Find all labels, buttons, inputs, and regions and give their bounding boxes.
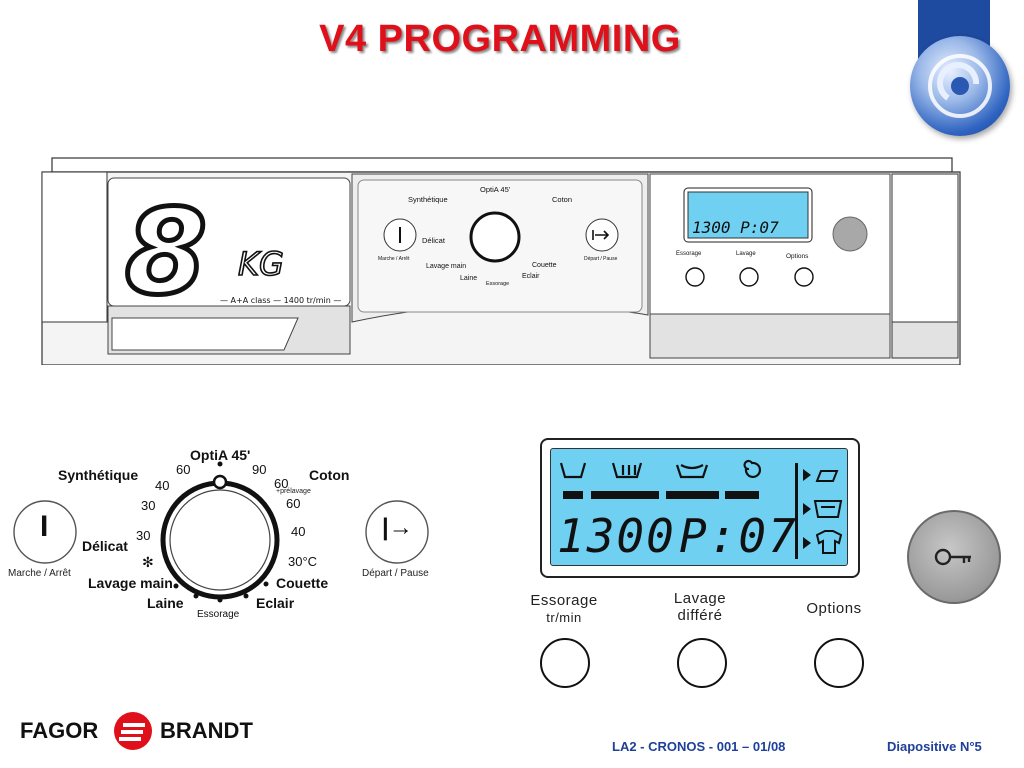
program-delicat[interactable]: Délicat xyxy=(82,538,128,554)
key-icon xyxy=(934,548,971,566)
svg-text:KG: KG xyxy=(238,245,284,283)
svg-text:Marche / Arrêt: Marche / Arrêt xyxy=(378,256,410,262)
power-button[interactable]: I xyxy=(40,510,49,543)
slide-title: V4 PROGRAMMING xyxy=(319,18,681,60)
lavage-differe-button[interactable] xyxy=(677,638,727,688)
program-dial-panel: OptiA 45' Synthétique Coton Délicat Lava… xyxy=(0,440,460,630)
svg-text:Synthétique: Synthétique xyxy=(408,195,448,204)
options-label: Options xyxy=(806,600,862,617)
start-pause-button[interactable]: |→ xyxy=(382,514,413,541)
extra-rinse-icon xyxy=(813,500,843,518)
prelavage-label: +prélavage xyxy=(276,488,311,495)
svg-text:— A+A class — 1400 tr/min —: — A+A class — 1400 tr/min — xyxy=(220,296,341,305)
options-button[interactable] xyxy=(814,638,864,688)
wash-icon xyxy=(559,462,587,479)
svg-text:Options: Options xyxy=(786,253,809,260)
svg-text:1300 P:07: 1300 P:07 xyxy=(692,218,779,237)
svg-text:Couette: Couette xyxy=(532,262,557,269)
lcd-display: 1300 P:07 xyxy=(550,448,848,566)
spin-icon xyxy=(743,459,761,478)
svg-text:Lavage: Lavage xyxy=(736,251,756,257)
fagor-wordmark: FAGOR xyxy=(20,718,99,743)
main-wash-icon xyxy=(675,464,709,479)
program-laine[interactable]: Laine xyxy=(147,595,184,611)
child-lock-button[interactable] xyxy=(907,510,1001,604)
program-readout: P:07 xyxy=(679,509,798,563)
program-synthetique[interactable]: Synthétique xyxy=(58,467,139,483)
iron-icon xyxy=(815,470,839,482)
prewash-icon xyxy=(611,462,643,479)
temp-40-right: 40 xyxy=(291,524,306,539)
power-label: Marche / Arrêt xyxy=(8,568,71,579)
svg-text:Coton: Coton xyxy=(552,195,572,204)
svg-text:OptiA 45': OptiA 45' xyxy=(480,185,511,194)
machine-panel: 8 KG — A+A class — 1400 tr/min — OptiA 4… xyxy=(40,150,965,366)
temp-60-left: 60 xyxy=(176,462,191,477)
temp-60-right2: 60 xyxy=(286,496,301,511)
program-optia[interactable]: OptiA 45' xyxy=(190,447,251,463)
temp-30c: 30°C xyxy=(288,554,318,569)
program-lavage-main[interactable]: Lavage main xyxy=(88,575,173,591)
temp-30-upper: 30 xyxy=(141,498,156,513)
fagor-brandt-logo-icon xyxy=(114,712,152,750)
temp-60-right: 60 xyxy=(274,476,289,491)
temp-90: 90 xyxy=(252,462,267,477)
essorage-button[interactable] xyxy=(540,638,590,688)
svg-text:Lavage main: Lavage main xyxy=(426,263,466,270)
svg-text:Laine: Laine xyxy=(460,275,477,282)
footer-reference: LA2 - CRONOS - 001 – 01/08 xyxy=(612,739,786,754)
spin-speed-readout: 1300 xyxy=(557,509,676,563)
slide-number: Diapositive N°5 xyxy=(887,739,982,754)
brandt-wordmark: BRANDT xyxy=(160,718,253,743)
temp-30-lower: 30 xyxy=(136,528,151,543)
svg-text:8: 8 xyxy=(125,183,207,321)
brand-logo xyxy=(910,36,1010,136)
svg-text:Délicat: Délicat xyxy=(422,236,446,245)
shirt-icon xyxy=(815,530,843,554)
start-pause-label: Départ / Pause xyxy=(362,568,429,579)
svg-text:Départ / Pause: Départ / Pause xyxy=(584,256,618,262)
svg-text:Eclair: Eclair xyxy=(522,273,540,280)
svg-text:Essorage: Essorage xyxy=(486,281,509,287)
program-couette[interactable]: Couette xyxy=(276,575,329,591)
program-eclair[interactable]: Eclair xyxy=(256,595,295,611)
temp-40-left: 40 xyxy=(155,478,170,493)
program-essorage[interactable]: Essorage xyxy=(197,609,240,620)
snowflake-icon: ✻ xyxy=(142,554,154,570)
program-coton[interactable]: Coton xyxy=(309,467,350,483)
svg-text:Essorage: Essorage xyxy=(676,251,702,257)
